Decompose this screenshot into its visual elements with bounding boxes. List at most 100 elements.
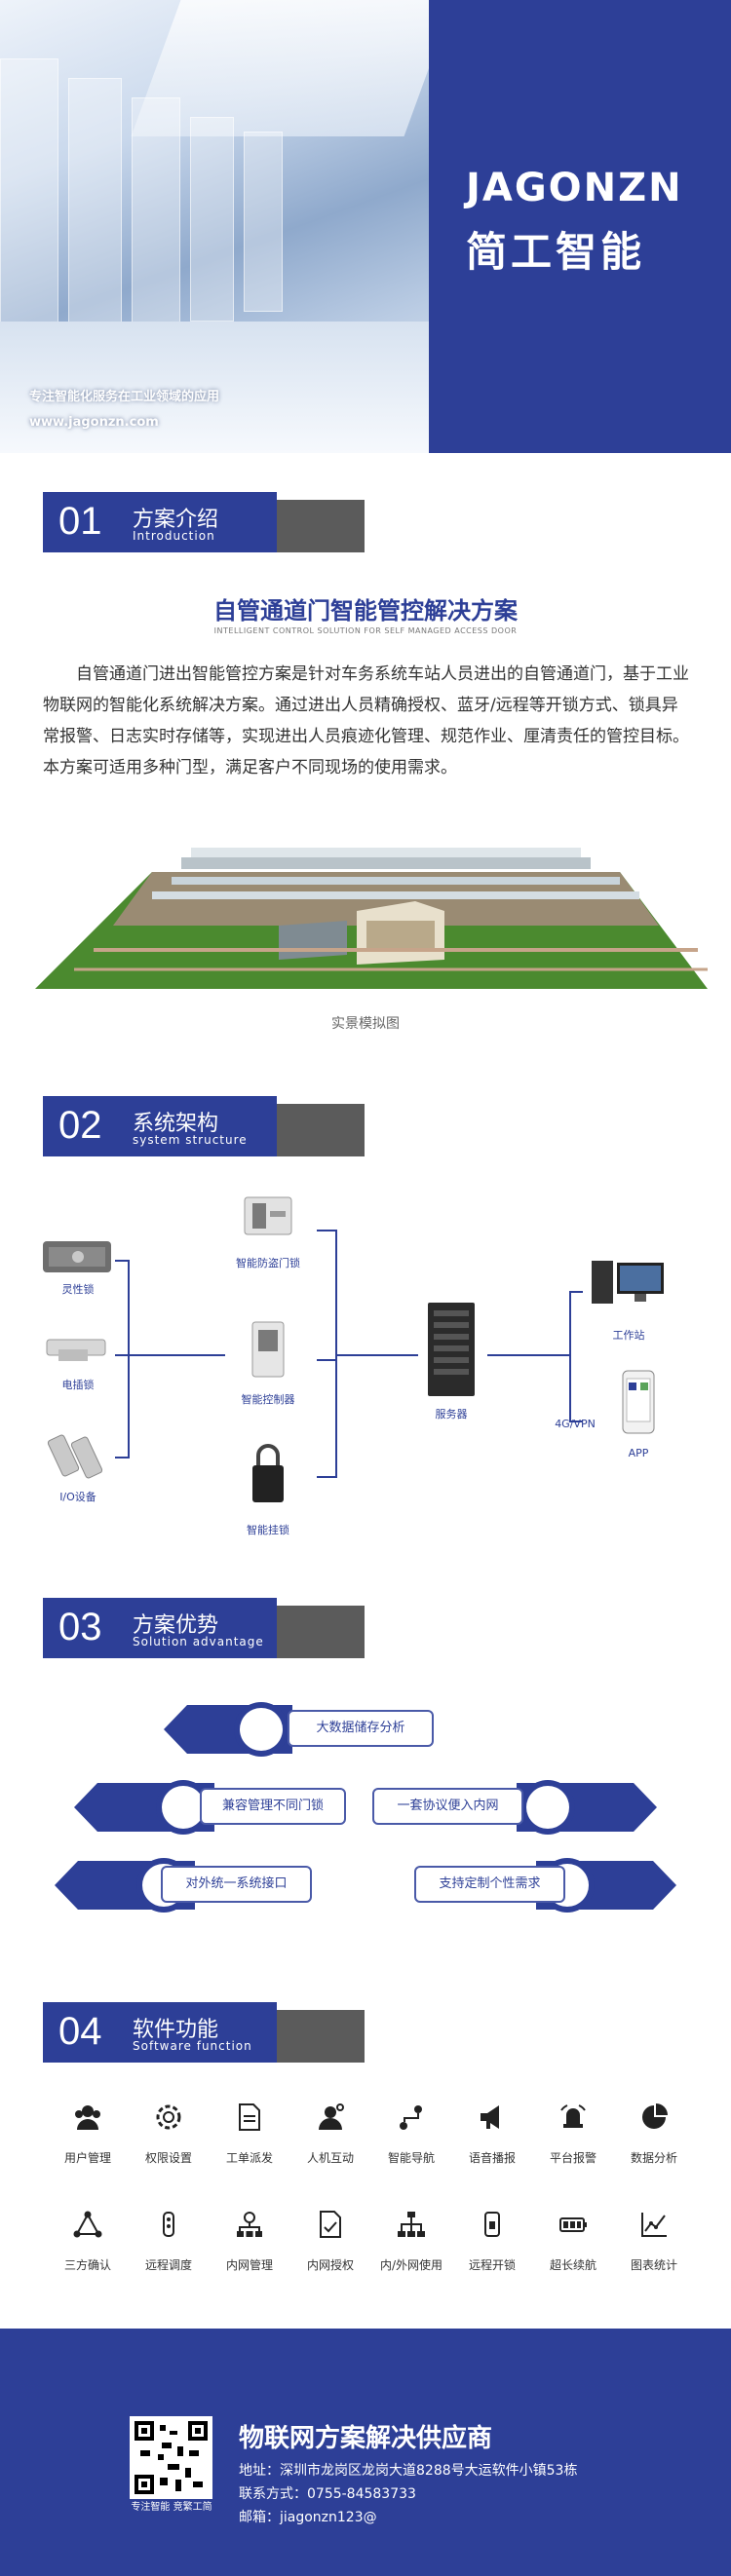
remote-icon bbox=[163, 2212, 174, 2237]
qr-code-image[interactable] bbox=[130, 2416, 212, 2499]
intro-paragraph: 自管通道门进出智能管控方案是针对车务系统车站人员进出的自管通道门，基于工业物联网… bbox=[43, 664, 689, 777]
feature-intranet-management: 内网管理 bbox=[211, 2210, 289, 2273]
feature-label: 远程调度 bbox=[144, 2258, 192, 2272]
section-title-en: Solution advantage bbox=[133, 1635, 264, 1648]
smart-lock-device-icon bbox=[43, 1241, 111, 1272]
section-number: 02 bbox=[58, 1104, 102, 1147]
feature-data-analysis: 数据分析 bbox=[615, 2102, 693, 2166]
feature-navigation: 智能导航 bbox=[372, 2102, 450, 2166]
solution-subtitle: INTELLIGENT CONTROL SOLUTION FOR SELF MA… bbox=[213, 626, 518, 635]
pie-chart-icon bbox=[642, 2103, 668, 2129]
feature-label: 远程开锁 bbox=[468, 2258, 516, 2272]
section-header-intro: 01 方案介绍 Introduction bbox=[43, 492, 365, 552]
solution-title: 自管通道门智能管控解决方案 bbox=[213, 597, 518, 625]
client-label: 工作站 bbox=[612, 1329, 645, 1342]
section-number: 03 bbox=[58, 1606, 102, 1648]
brand-logo-en: JAGONZN bbox=[466, 166, 683, 210]
qr-caption: 专注智能 竞繁工简 bbox=[131, 2502, 212, 2513]
advantage-one-protocol: 一套协议便入内网 bbox=[372, 1788, 523, 1825]
controller-label: 智能防盗门锁 bbox=[236, 1257, 300, 1269]
feature-label: 三方确认 bbox=[63, 2258, 111, 2272]
section-title-en: system structure bbox=[133, 1133, 248, 1147]
brand-logo-cn: 简工智能 bbox=[466, 228, 646, 276]
feature-label: 智能导航 bbox=[387, 2151, 435, 2165]
controller-label: 智能挂锁 bbox=[247, 1524, 289, 1536]
speaker-icon bbox=[481, 2105, 499, 2129]
footer-phone[interactable]: 联系方式：0755-84583733 bbox=[239, 2486, 416, 2502]
advantage-unified-interface: 对外统一系统接口 bbox=[161, 1866, 312, 1903]
document-icon bbox=[239, 2103, 260, 2131]
gear-icon bbox=[156, 2104, 181, 2130]
feature-label: 语音播报 bbox=[468, 2151, 516, 2165]
lock-label: I/O设备 bbox=[59, 1491, 96, 1503]
aerial-station-image bbox=[35, 848, 708, 989]
client-label: APP bbox=[628, 1447, 649, 1459]
navigation-icon bbox=[400, 2105, 422, 2130]
feature-label: 内网管理 bbox=[225, 2258, 273, 2272]
users-icon bbox=[75, 2105, 100, 2130]
feature-chart-statistics: 图表统计 bbox=[615, 2210, 693, 2273]
workstation-icon bbox=[592, 1261, 664, 1304]
network-label: 4G/VPN bbox=[555, 1418, 596, 1430]
footer bbox=[0, 2329, 731, 2576]
advantage-compatible-locks: 兼容管理不同门锁 bbox=[200, 1788, 346, 1825]
feature-permissions: 权限设置 bbox=[130, 2102, 208, 2166]
feature-long-battery: 超长续航 bbox=[534, 2210, 612, 2273]
advantage-big-data: 大数据储存分析 bbox=[288, 1710, 434, 1747]
server-icon bbox=[428, 1303, 475, 1396]
hero-photo: 专注智能化服务在工业领域的应用 www.jagonzn.com bbox=[0, 0, 429, 453]
feature-label: 内/外网使用 bbox=[379, 2258, 443, 2272]
feature-intranet-authorize: 内网授权 bbox=[291, 2210, 369, 2273]
feature-remote-unlock: 远程开锁 bbox=[453, 2210, 531, 2273]
unlock-icon bbox=[484, 2212, 500, 2237]
controller-label: 智能控制器 bbox=[241, 1393, 295, 1406]
feature-remote-dispatch: 远程调度 bbox=[130, 2210, 208, 2273]
feature-voice-broadcast: 语音播报 bbox=[453, 2102, 531, 2166]
io-device-icon bbox=[47, 1434, 103, 1479]
section-title-cn: 方案优势 bbox=[133, 1613, 219, 1638]
feature-label: 数据分析 bbox=[630, 2151, 677, 2165]
server-label: 服务器 bbox=[435, 1408, 468, 1421]
section-header-software: 04 软件功能 Software function bbox=[43, 2002, 365, 2063]
section-header-structure: 02 系统架构 system structure bbox=[43, 1096, 365, 1156]
mobile-app-icon bbox=[622, 1370, 655, 1434]
section-title-cn: 软件功能 bbox=[133, 2018, 219, 2042]
advantage-customization: 支持定制个性需求 bbox=[414, 1866, 565, 1903]
feature-work-order: 工单派发 bbox=[211, 2102, 289, 2166]
feature-label: 图表统计 bbox=[630, 2258, 677, 2272]
alarm-icon bbox=[560, 2104, 586, 2128]
feature-alarm: 平台报警 bbox=[534, 2102, 612, 2166]
lock-label: 灵性锁 bbox=[61, 1283, 95, 1296]
line-chart-icon bbox=[641, 2213, 667, 2237]
feature-label: 超长续航 bbox=[549, 2258, 596, 2272]
smart-controller-icon bbox=[251, 1321, 285, 1378]
footer-title: 物联网方案解决供应商 bbox=[239, 2424, 493, 2453]
hero-tagline: 专注智能化服务在工业领域的应用 bbox=[29, 390, 220, 404]
network-icon bbox=[237, 2212, 262, 2237]
smart-door-lock-icon bbox=[244, 1196, 292, 1235]
lock-label: 电插锁 bbox=[61, 1379, 95, 1391]
section-header-advantage: 03 方案优势 Solution advantage bbox=[43, 1598, 365, 1658]
feature-tripartite-confirm: 三方确认 bbox=[49, 2210, 127, 2273]
feature-label: 内网授权 bbox=[306, 2258, 354, 2272]
authorize-icon bbox=[320, 2211, 341, 2238]
feature-label: 工单派发 bbox=[225, 2151, 273, 2165]
battery-icon bbox=[559, 2217, 587, 2232]
smart-padlock-icon bbox=[252, 1444, 284, 1502]
footer-address: 地址：深圳市龙岗区龙岗大道8288号大运软件小镇53栋 bbox=[239, 2463, 578, 2479]
section-number: 04 bbox=[58, 2010, 102, 2053]
electric-bolt-lock-icon bbox=[46, 1339, 106, 1361]
feature-interaction: 人机互动 bbox=[291, 2102, 369, 2166]
feature-label: 用户管理 bbox=[63, 2151, 111, 2165]
triangle-nodes-icon bbox=[73, 2211, 102, 2238]
feature-intra-extra-network: 内/外网使用 bbox=[372, 2210, 450, 2273]
footer-email[interactable]: 邮箱：jiagonzn123@ bbox=[239, 2510, 377, 2525]
section-number: 01 bbox=[58, 500, 102, 543]
interaction-icon bbox=[319, 2103, 344, 2130]
feature-label: 权限设置 bbox=[144, 2151, 192, 2165]
hero-website[interactable]: www.jagonzn.com bbox=[29, 415, 159, 430]
tree-network-icon bbox=[398, 2212, 425, 2237]
feature-user-management: 用户管理 bbox=[49, 2102, 127, 2166]
feature-label: 平台报警 bbox=[549, 2151, 596, 2165]
image-caption: 实景模拟图 bbox=[331, 1016, 400, 1032]
